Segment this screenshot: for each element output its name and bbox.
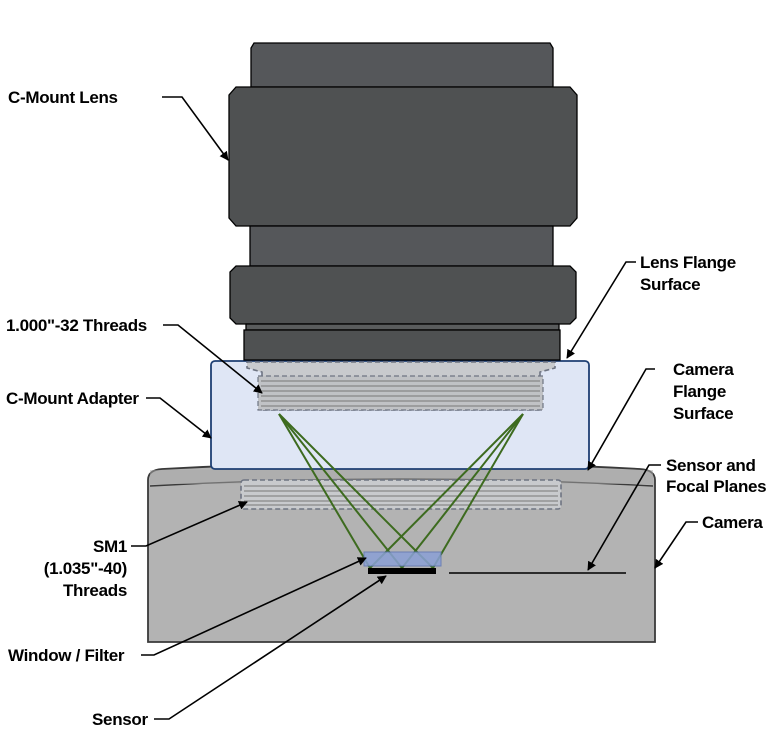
label-sensor-focal-line2: Focal Planes <box>666 477 766 496</box>
sensor <box>368 568 436 574</box>
leader-lines <box>131 96 698 720</box>
label-camera-flange-line3: Surface <box>673 404 733 423</box>
label-sensor-focal-line1: Sensor and <box>666 456 756 475</box>
window-filter <box>363 551 442 567</box>
light-rays <box>278 413 524 569</box>
label-sm1-line2: (1.035"-40) <box>44 559 127 578</box>
label-camera: Camera <box>702 513 763 532</box>
labels: C-Mount Lens Lens Flange Surface 1.000"-… <box>6 88 767 729</box>
label-camera-flange-line2: Flange <box>673 382 726 401</box>
label-lens-flange-line1: Lens Flange <box>640 253 736 272</box>
label-camera-flange-line1: Camera <box>673 360 734 379</box>
label-lens-flange-line2: Surface <box>640 275 700 294</box>
label-window-filter: Window / Filter <box>8 646 125 665</box>
c-mount-lens <box>228 42 578 361</box>
label-sm1-line1: SM1 <box>93 537 127 556</box>
sm1-threads-region <box>240 479 562 510</box>
label-threads-1000: 1.000"-32 Threads <box>6 316 147 335</box>
adapter-thread-region <box>246 361 556 411</box>
label-c-mount-adapter: C-Mount Adapter <box>6 389 139 408</box>
label-sm1-line3: Threads <box>63 581 127 600</box>
label-sensor: Sensor <box>92 710 149 729</box>
label-c-mount-lens: C-Mount Lens <box>8 88 118 107</box>
